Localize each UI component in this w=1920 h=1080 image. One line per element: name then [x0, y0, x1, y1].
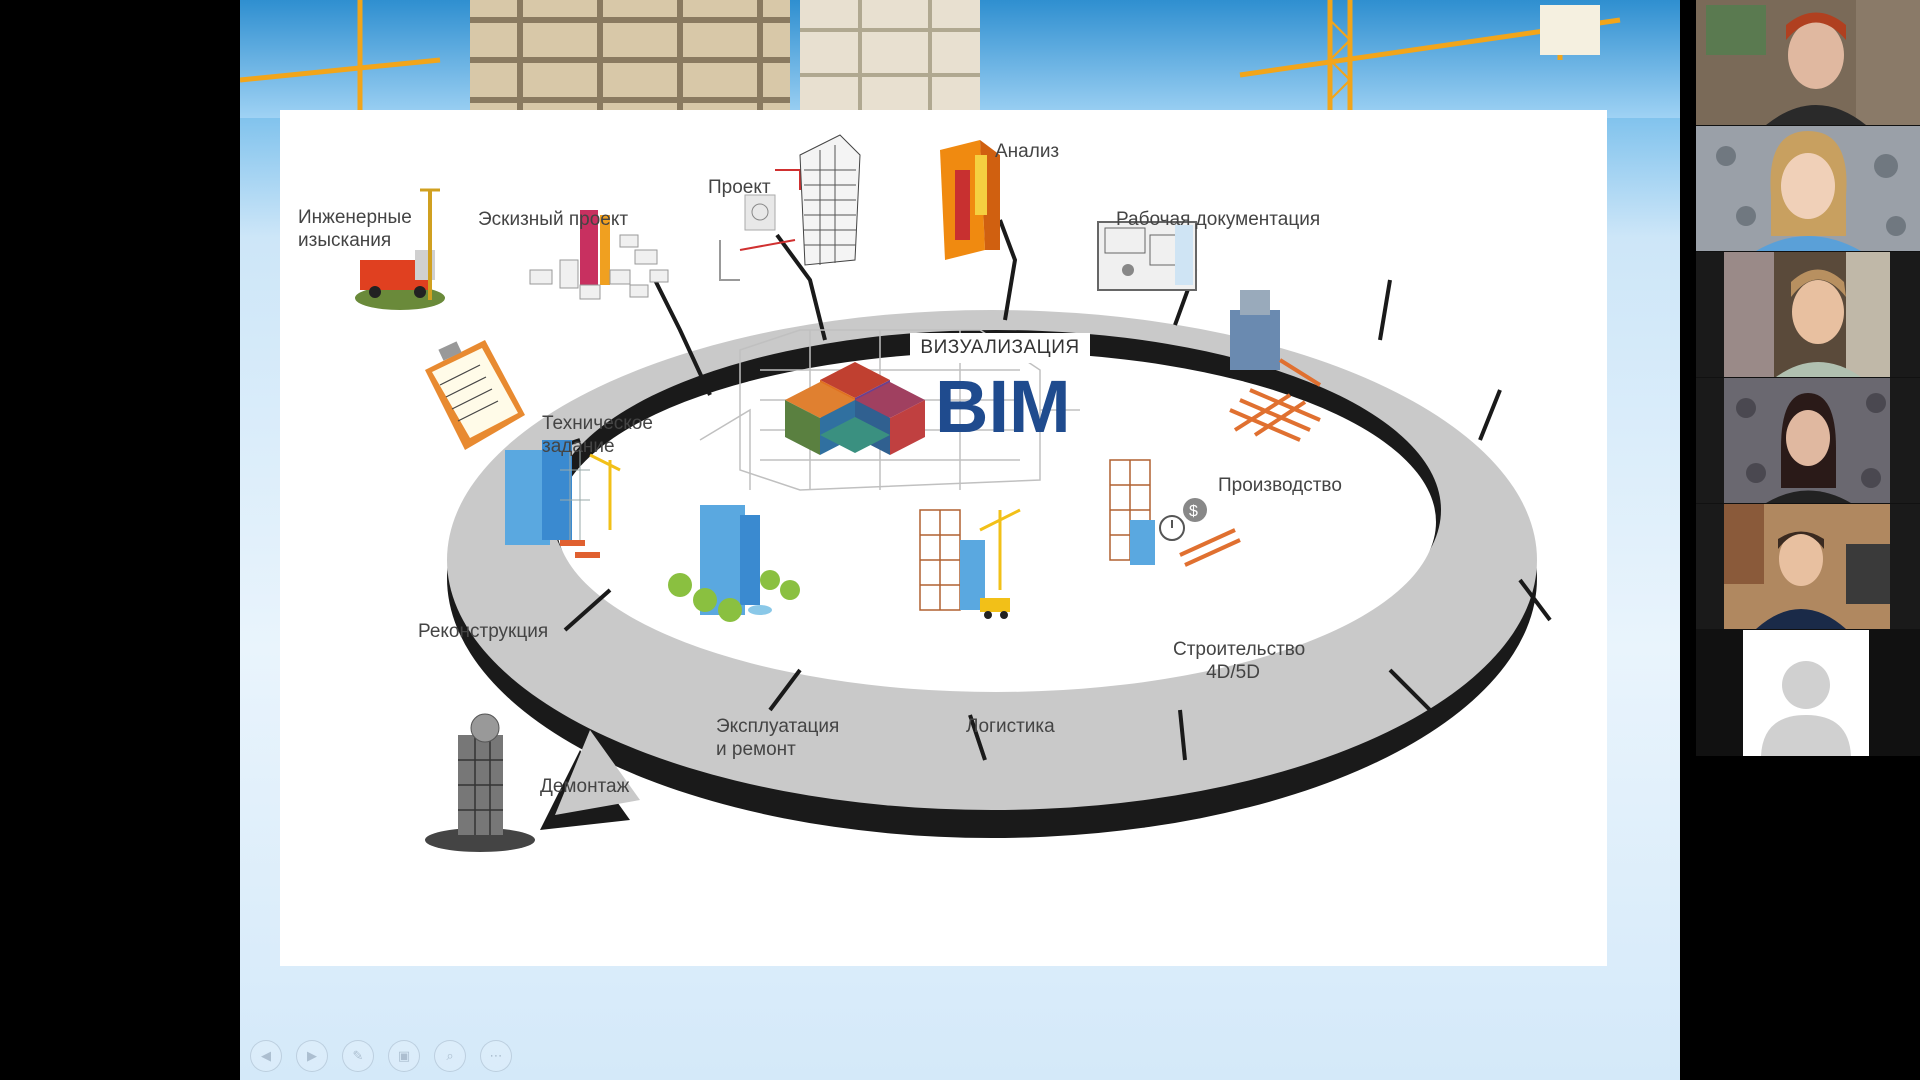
label-technical-task: Техническое задание [542, 413, 653, 457]
participant-video-strip [1696, 0, 1920, 756]
next-slide-icon[interactable]: ▶ [296, 1040, 328, 1072]
bim-diagram-panel: BIM [280, 110, 1607, 966]
bim-cubes-icon [785, 362, 925, 455]
label-engineering-surveys: Инженерные изыскания [298, 207, 412, 251]
label-sketch-project: Эскизный проект [478, 209, 629, 230]
svg-text:$: $ [1189, 503, 1198, 520]
presentation-slide: BIM [240, 0, 1680, 1080]
floor-plan-icon [1097, 221, 1197, 291]
construction-4d5d-icon: $ [1109, 459, 1241, 567]
more-icon[interactable]: ⋯ [480, 1040, 512, 1072]
participant-video-5[interactable] [1696, 504, 1920, 629]
participant-video-3[interactable] [1696, 252, 1920, 377]
project-drawing-icon [719, 134, 861, 281]
bim-logo-text: BIM [935, 365, 1071, 448]
prev-slide-icon[interactable]: ◀ [250, 1040, 282, 1072]
bim-lifecycle-diagram: BIM [355, 134, 1552, 852]
label-construction-4d5d: Строительство 4D/5D [1173, 639, 1306, 683]
sketch-model-icon [529, 210, 669, 300]
drilling-rig-icon [355, 188, 445, 310]
participant-video-1[interactable] [1696, 0, 1920, 125]
label-logistics: Логистика [966, 716, 1055, 737]
label-project: Проект [708, 177, 771, 198]
label-production: Производство [1218, 475, 1342, 496]
logistics-construction-icon [919, 508, 1021, 619]
dismantling-ruins-icon [425, 713, 535, 852]
slides-icon[interactable]: ▣ [388, 1040, 420, 1072]
reconstruction-buildings-icon [505, 440, 621, 558]
participant-video-2[interactable] [1696, 126, 1920, 251]
label-analysis: Анализ [995, 141, 1060, 162]
label-visualization: ВИЗУАЛИЗАЦИЯ [910, 333, 1090, 363]
construction-header-image [240, 0, 1680, 118]
operation-buildings-icon [668, 505, 800, 622]
pen-icon[interactable]: ✎ [342, 1040, 374, 1072]
label-working-docs: Рабочая документация [1116, 209, 1321, 230]
label-dismantling: Демонтаж [540, 776, 630, 797]
zoom-icon[interactable]: ⌕ [434, 1040, 466, 1072]
participant-video-4[interactable] [1696, 378, 1920, 503]
analysis-model-icon [940, 140, 1000, 260]
clipboard-checklist-icon [425, 340, 525, 450]
label-operation: Эксплуатация и ремонт [716, 716, 840, 760]
label-reconstruction: Реконструкция [418, 621, 549, 642]
participant-no-video[interactable] [1743, 630, 1869, 756]
user-avatar-icon [1743, 630, 1869, 756]
production-machine-icon [1229, 290, 1322, 442]
presentation-toolbar: ◀ ▶ ✎ ▣ ⌕ ⋯ [250, 1040, 512, 1072]
